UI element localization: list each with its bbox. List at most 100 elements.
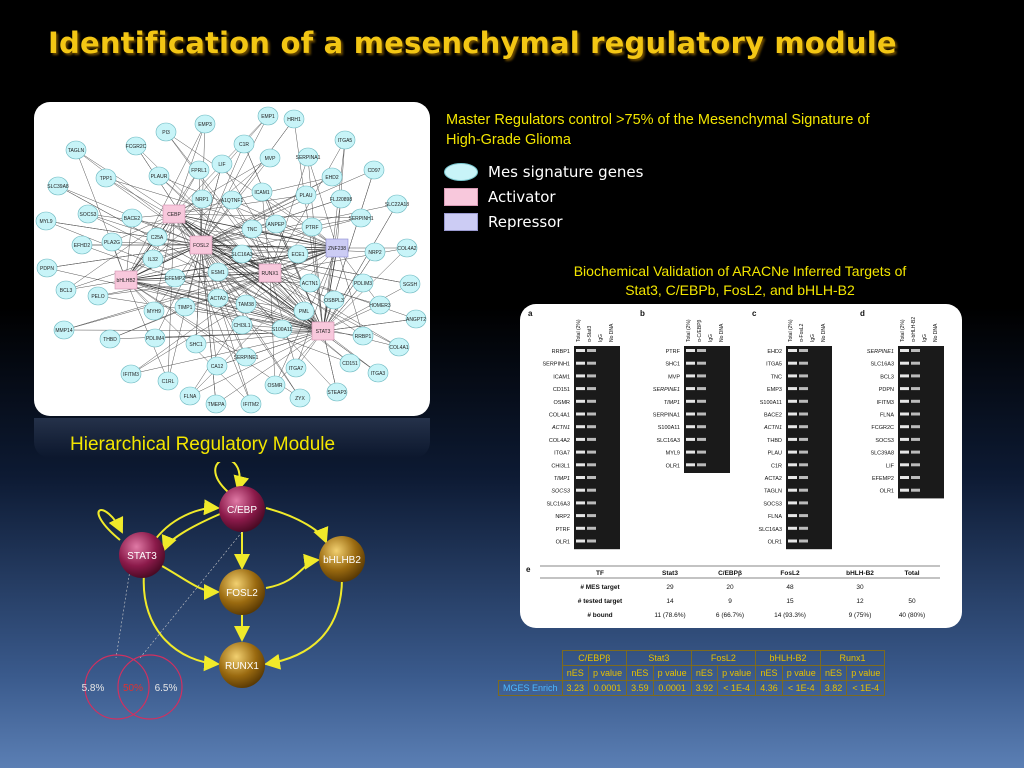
gel-band — [911, 412, 920, 416]
network-node: TMEPA — [205, 394, 227, 414]
gel-gene-label: SOCS3 — [763, 501, 782, 507]
gel-table-cell: 6 (66.7%) — [716, 612, 744, 619]
gel-gene-label: FLNA — [768, 514, 782, 520]
gel-band — [686, 361, 695, 365]
subheader-pvalue: p value — [652, 665, 692, 681]
gel-lane-label: Total (2%) — [686, 319, 692, 342]
network-edge — [322, 330, 338, 393]
network-node-label: C1RL — [162, 379, 175, 385]
gel-gene-label: FLNA — [880, 413, 894, 419]
gel-band — [788, 488, 797, 492]
network-node: PML — [293, 301, 315, 321]
network-node-label: SLC39A8 — [47, 184, 69, 190]
hier-node-label: STAT3 — [127, 551, 157, 562]
gel-band — [911, 437, 920, 441]
network-node-label: SHC1 — [189, 342, 203, 348]
network-node: MVP — [259, 148, 281, 168]
network-node: ICAM1 — [251, 182, 273, 202]
gel-lane-label: IgG — [708, 334, 714, 342]
network-node: PDLIM3 — [352, 273, 374, 293]
edge-bhlhb2-runx1 — [264, 577, 343, 670]
venn-diagram: 5.8% 50% 6.5% — [82, 654, 183, 720]
network-edge — [125, 279, 311, 284]
mges-enrichment-table: C/EBPβ Stat3 FosL2 bHLH-B2 Runx1 nES p v… — [498, 650, 886, 696]
network-node: STEAP3 — [326, 382, 348, 402]
network-node: TIMP1 — [174, 297, 196, 317]
gel-gene-label: OLR1 — [666, 463, 680, 469]
network-node: SLC22A18 — [385, 194, 409, 214]
network-node: ACTA2 — [207, 288, 229, 308]
network-node-label: TNC — [247, 227, 258, 233]
network-node: PLA2G — [101, 232, 123, 252]
gel-table-header: Stat3 — [662, 570, 678, 577]
gel-gene-label: EFEMP2 — [872, 476, 894, 482]
gel-gene-label: CD151 — [553, 387, 570, 393]
network-node-label: NRP1 — [195, 197, 209, 203]
nes-value: 3.23 — [561, 680, 590, 696]
gel-band — [799, 539, 808, 543]
network-node: ITGA3 — [367, 363, 389, 383]
edge-cebp-bhlhb2 — [265, 507, 329, 544]
network-node-label: SERPINH1 — [348, 216, 373, 222]
network-node: OSMR — [264, 375, 286, 395]
gel-band — [799, 450, 808, 454]
gel-band — [799, 437, 808, 441]
gel-panel-letter: c — [752, 309, 757, 318]
gel-band — [900, 412, 909, 416]
gel-band — [697, 437, 706, 441]
activator-swatch — [444, 188, 478, 206]
gel-lane-label: IgG — [598, 334, 604, 342]
gel-band — [900, 387, 909, 391]
hub-edge — [269, 272, 324, 332]
gel-band — [587, 437, 596, 441]
network-node: MYL9 — [35, 211, 57, 231]
network-edge — [200, 244, 243, 326]
gel-band — [686, 349, 695, 352]
network-node-label: THBD — [103, 337, 117, 343]
gel-band — [576, 488, 585, 492]
network-node-label: FOSL2 — [193, 243, 209, 249]
gel-band — [799, 476, 808, 479]
gel-gene-label: PDPN — [879, 387, 894, 393]
network-node: COL4A2 — [396, 238, 418, 258]
mges-values-row: MGES Enrich 3.23 0.0001 3.59 0.0001 3.92… — [498, 680, 886, 696]
gel-band — [686, 463, 695, 467]
subheader-pvalue: p value — [717, 665, 757, 681]
gel-gene-label: OLR1 — [556, 540, 570, 546]
gel-background — [898, 346, 944, 499]
gel-band — [799, 349, 808, 352]
gel-band — [587, 514, 596, 518]
blank-cell — [499, 651, 563, 666]
network-edge — [322, 198, 342, 332]
network-edge — [105, 177, 338, 249]
network-edge — [200, 115, 269, 246]
panel-reflection — [34, 418, 430, 458]
gel-background — [684, 346, 730, 473]
network-node-label: TAGLN — [68, 148, 85, 154]
network-node: CA12 — [206, 356, 228, 376]
network-node-label: CHI3L1 — [234, 323, 251, 329]
gel-band — [686, 412, 695, 416]
network-edge — [322, 283, 411, 332]
gel-band — [587, 501, 596, 505]
gel-table-cell: 12 — [856, 598, 864, 605]
gel-gene-label: THBD — [767, 438, 782, 444]
network-node-label: ECE1 — [291, 252, 304, 258]
network-node-label: COL4A1 — [389, 345, 408, 351]
gel-band — [788, 514, 797, 518]
network-node-label: C1R — [239, 142, 249, 148]
network-node: NRP2 — [364, 242, 386, 262]
gel-band — [587, 361, 596, 365]
network-edge — [173, 157, 271, 215]
network-node-label: IFITM3 — [123, 372, 139, 378]
gel-lane-label: Total (2%) — [576, 319, 582, 342]
gel-band — [911, 450, 920, 454]
gel-table-cell: 40 (80%) — [899, 612, 925, 619]
network-node: ANPEP — [265, 214, 287, 234]
gel-gene-label: PTRF — [666, 349, 681, 355]
gel-band — [576, 526, 585, 530]
gel-band — [576, 361, 585, 365]
network-edge — [154, 244, 202, 339]
gel-band — [788, 374, 797, 378]
